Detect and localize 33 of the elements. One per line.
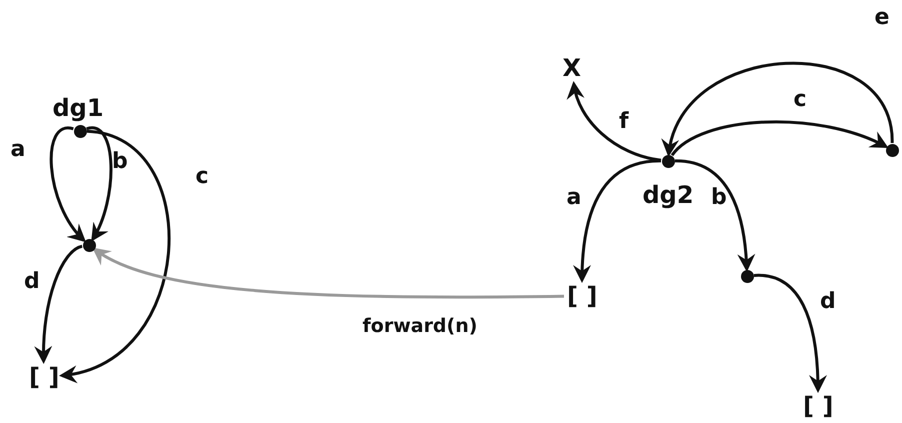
node-label: [ ] [29,363,60,391]
arrow [568,81,662,162]
edge-label: b [112,150,128,174]
edge-label: a [566,186,582,210]
edge-label: forward(n) [362,314,478,338]
node-caption: dg1 [52,94,104,122]
node-dot [886,144,898,156]
arrow [754,274,827,393]
node-label: X [562,54,582,82]
edge-label: a [10,138,26,162]
edge-label: d [24,270,40,294]
edge-label: b [711,186,727,210]
node-dot [740,270,754,282]
node-dot [662,154,674,168]
node-dot [74,124,86,138]
edge-label: e [874,6,890,30]
arrow [664,62,894,157]
edge-label: d [820,290,836,314]
edge-label: f [619,110,629,134]
arrow [50,126,86,242]
node-label: [ ] [803,392,834,420]
edge-label: c [794,88,807,112]
node-label: [ ] [567,282,598,310]
arrow [92,248,564,299]
arrow [670,120,889,156]
arrow [86,126,112,242]
arrow [674,159,755,272]
arrow [34,244,83,364]
arrow [573,159,662,283]
edge-label: c [196,165,209,189]
arrow [59,130,170,382]
node-caption: dg2 [642,181,694,209]
node-dot [82,238,96,252]
